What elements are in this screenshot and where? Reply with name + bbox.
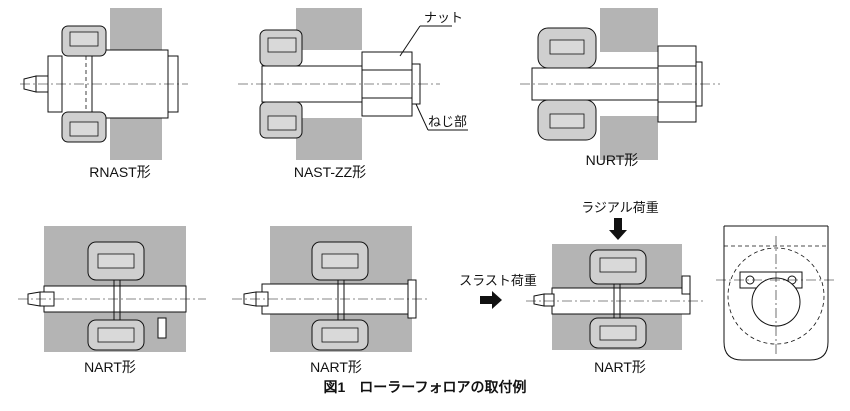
nart1-nipple-tip (27, 291, 41, 307)
rnast-housing-bottom (110, 118, 162, 160)
rnast-housing-top (110, 8, 162, 50)
nastzz-housing-bottom (296, 118, 362, 160)
rnast-diagram: RNAST形 (20, 8, 188, 180)
nart3-roller-bottom (599, 325, 637, 341)
rnast-roller-bottom (69, 121, 99, 137)
label-nurt: NURT形 (586, 152, 639, 168)
side-view-outer-circle (727, 247, 825, 345)
nart3-stopper (681, 275, 691, 295)
nart-diagram-3: ラジアル荷重 スラスト荷重 NART形 (459, 200, 704, 375)
nastzz-roller-top (267, 37, 297, 53)
nastzz-roller-bottom (267, 115, 297, 131)
nart-diagram-2: NART形 (232, 226, 430, 375)
side-view-diagram (716, 225, 836, 361)
figure-caption: 図1 ローラーフォロアの取付例 (324, 379, 527, 395)
nart-diagram-1: NART形 (18, 226, 206, 375)
label-nast-zz: NAST-ZZ形 (294, 164, 366, 180)
nart2-roller-top (321, 253, 359, 269)
nurt-diagram: NURT形 (520, 8, 720, 168)
label-nart-2: NART形 (310, 359, 362, 375)
nart3-roller-top (599, 257, 637, 273)
nart3-nipple-body (543, 293, 555, 307)
nart1-roller-top (97, 253, 135, 269)
nart1-roller-bottom (97, 327, 135, 343)
nurt-housing-bottom (600, 116, 658, 160)
nart2-roller-bottom (321, 327, 359, 343)
nart1-stopper (157, 317, 167, 339)
annotation-thrust-load: スラスト荷重 (459, 273, 537, 288)
nurt-roller-top (549, 39, 585, 55)
annotation-nut: ナット (424, 10, 463, 25)
radial-load-arrow (609, 218, 627, 240)
label-rnast: RNAST形 (89, 164, 150, 180)
nut-leader (399, 25, 421, 57)
nastzz-housing-top (296, 8, 362, 50)
nart3-nipple-tip (533, 293, 545, 307)
rnast-roller-top (69, 31, 99, 47)
label-nart-1: NART形 (84, 359, 136, 375)
annotation-radial-load: ラジアル荷重 (581, 200, 659, 215)
thrust-load-arrow (480, 291, 502, 309)
nurt-roller-bottom (549, 113, 585, 129)
label-nart-3: NART形 (594, 359, 646, 375)
annotation-thread: ねじ部 (428, 114, 467, 129)
nurt-housing-top (600, 8, 658, 52)
thread-leader (415, 103, 429, 131)
nast-zz-diagram: ナット ねじ部 NAST-ZZ形 (238, 8, 468, 180)
side-view-housing (723, 226, 829, 361)
